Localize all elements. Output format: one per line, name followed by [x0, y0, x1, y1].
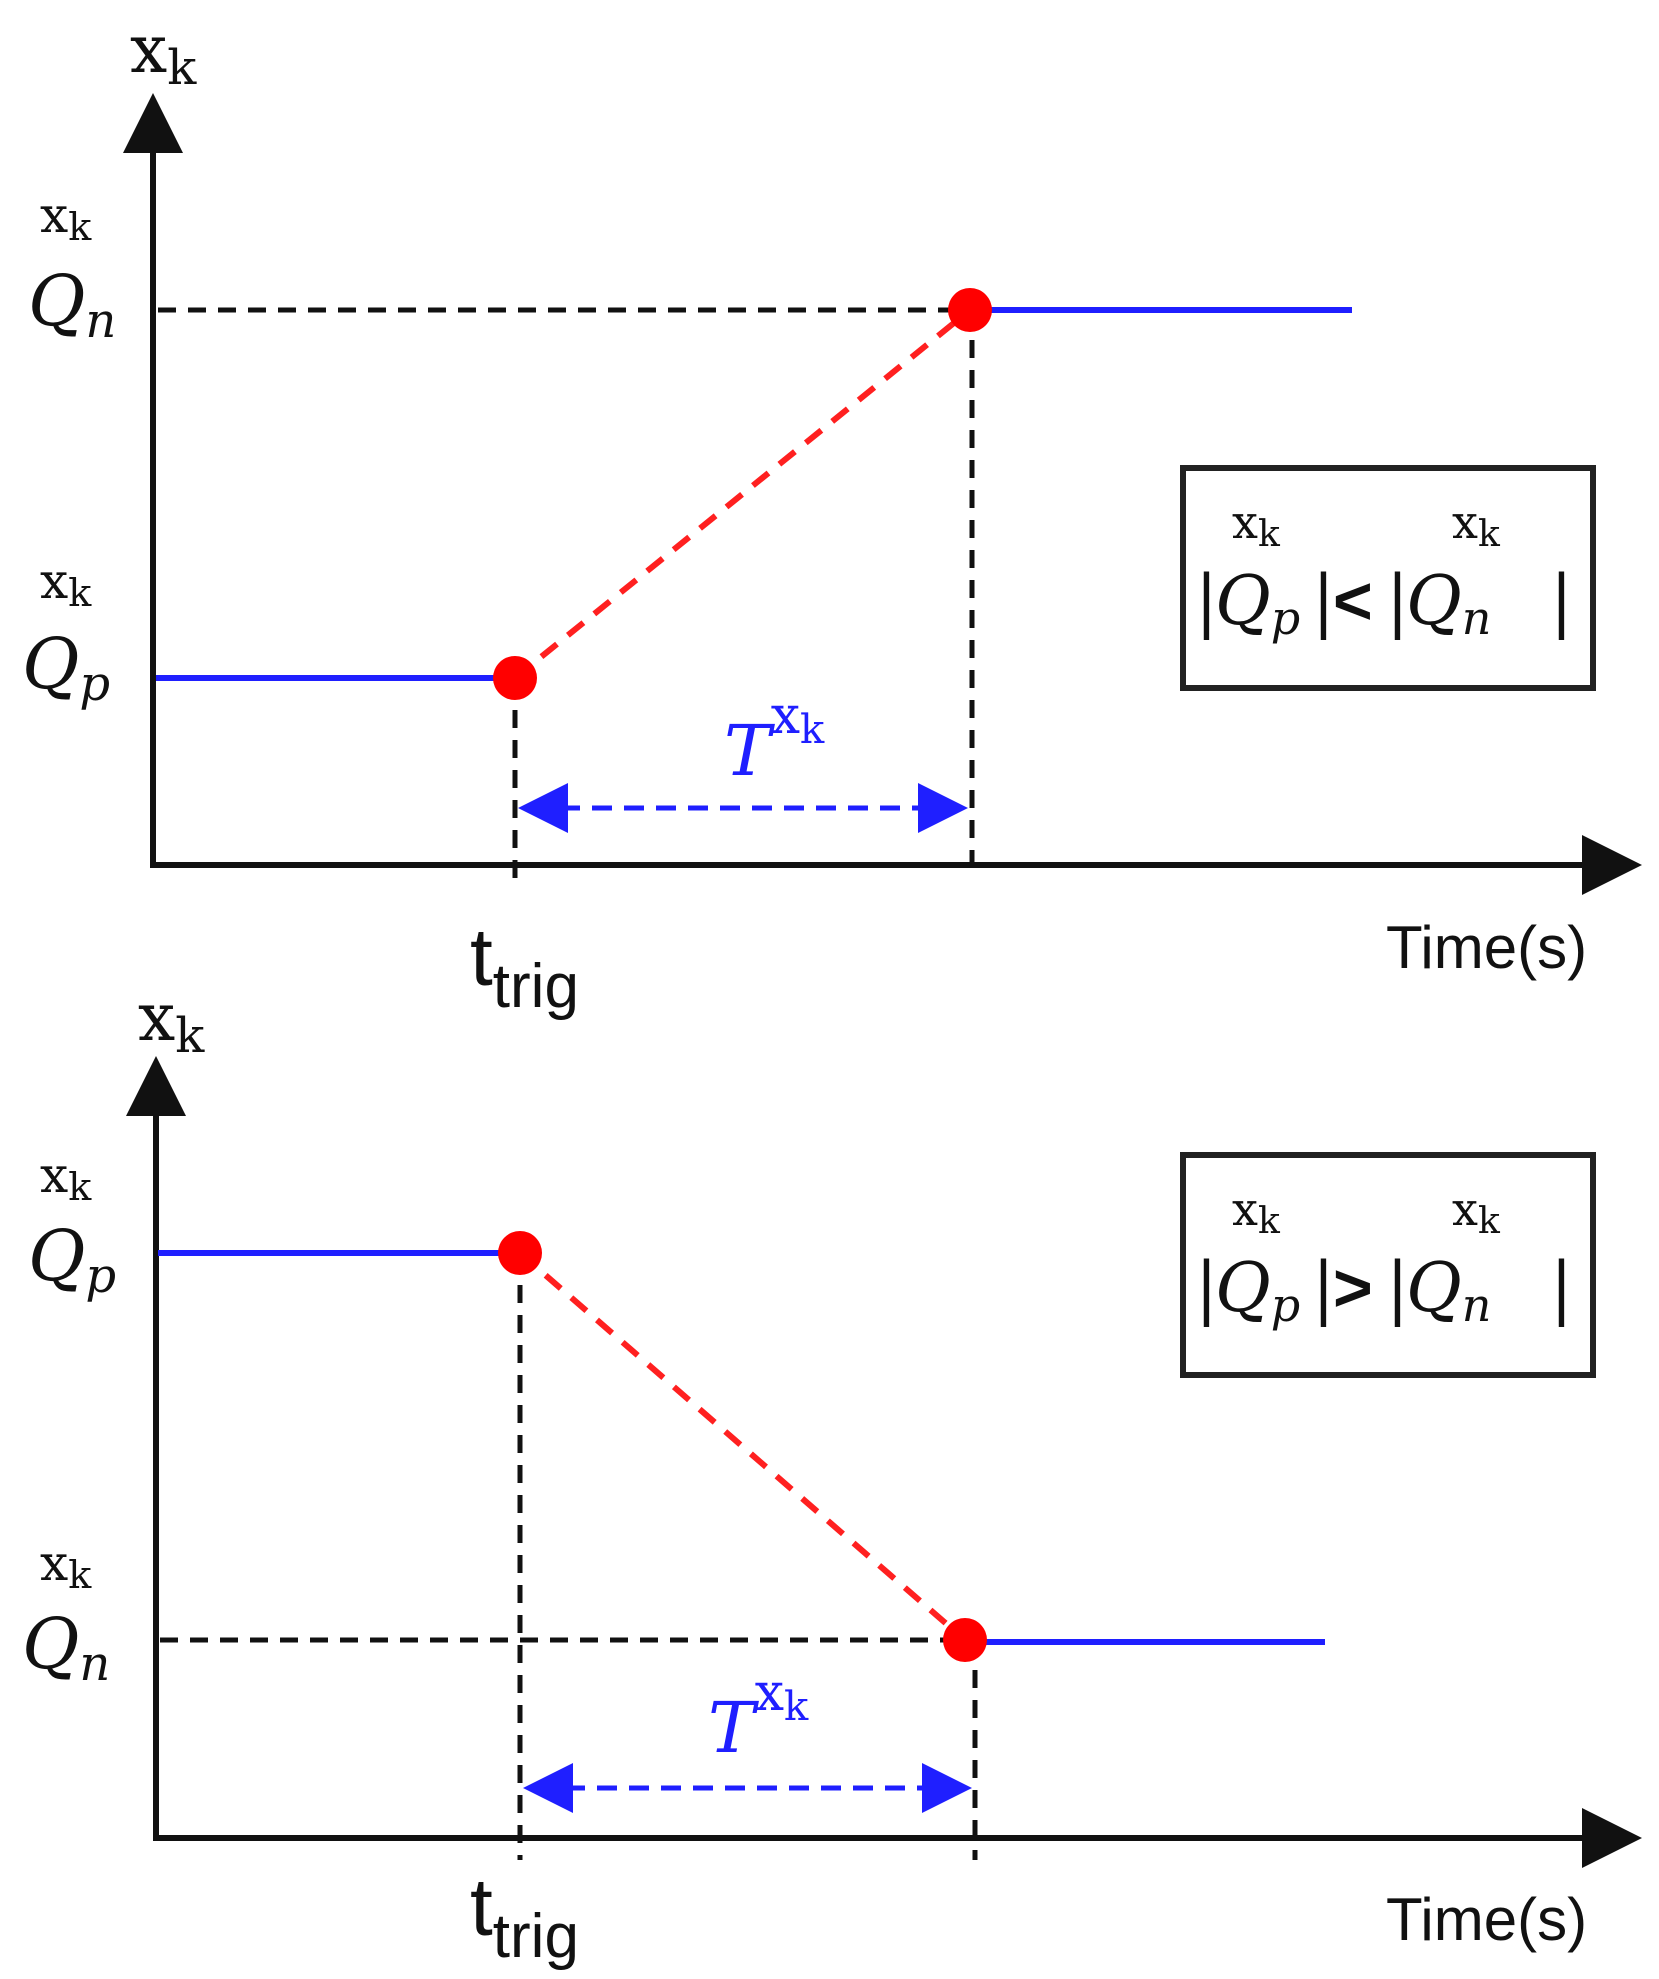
trigger-label: ttrig — [470, 912, 579, 1021]
svg-text:Qp: Qp — [1215, 1249, 1300, 1332]
ramp-line — [513, 307, 972, 681]
upper-level-label: Qp — [28, 1215, 116, 1304]
svg-text:|: | — [1386, 1249, 1409, 1328]
x-axis-label: Time(s) — [1386, 1886, 1587, 1953]
svg-text:xk: xk — [1452, 1182, 1501, 1242]
svg-text:|: | — [1195, 562, 1218, 641]
svg-text:|: | — [1550, 562, 1573, 641]
condition-box: xk xk | Qp | > | Qn | — [1180, 1152, 1596, 1378]
upper-level-label: Qn — [28, 260, 116, 349]
y-axis-label: xk — [130, 11, 197, 96]
condition-box: xk xk | Qp | < | Qn | — [1180, 465, 1596, 691]
lower-level-sup: xk — [40, 1534, 92, 1597]
trigger-point — [493, 656, 537, 700]
svg-text:<: < — [1333, 563, 1373, 639]
upper-level-sup: xk — [40, 1146, 92, 1209]
y-axis-label: xk — [138, 979, 205, 1064]
svg-text:Qn: Qn — [1406, 1249, 1491, 1332]
panel-bottom: xk xk Qp xk Qn Txk — [22, 979, 1642, 1971]
trigger-point — [498, 1231, 542, 1275]
lower-level-label: Qp — [22, 623, 110, 712]
duration-label: Txk — [708, 1663, 809, 1769]
svg-text:xk: xk — [1452, 495, 1501, 555]
upper-level-sup: xk — [40, 186, 92, 249]
trigger-label: ttrig — [470, 1862, 579, 1971]
lower-level-label: Qn — [22, 1603, 110, 1692]
panel-top: xk xk Qn xk Qp Txk — [22, 11, 1642, 1021]
end-point — [943, 1618, 987, 1662]
svg-text:|: | — [1195, 1249, 1218, 1328]
ramp-line — [518, 1250, 967, 1643]
lower-level-sup: xk — [40, 552, 92, 615]
end-point — [948, 288, 992, 332]
x-axis-label: Time(s) — [1386, 914, 1587, 981]
svg-text:Qn: Qn — [1406, 562, 1491, 645]
svg-text:xk: xk — [1232, 1182, 1281, 1242]
svg-text:|: | — [1312, 562, 1335, 641]
duration-label: Txk — [724, 686, 825, 792]
svg-text:>: > — [1333, 1250, 1373, 1326]
svg-text:xk: xk — [1232, 495, 1281, 555]
svg-text:Qp: Qp — [1215, 562, 1300, 645]
svg-text:|: | — [1550, 1249, 1573, 1328]
svg-text:|: | — [1386, 562, 1409, 641]
svg-text:|: | — [1312, 1249, 1335, 1328]
